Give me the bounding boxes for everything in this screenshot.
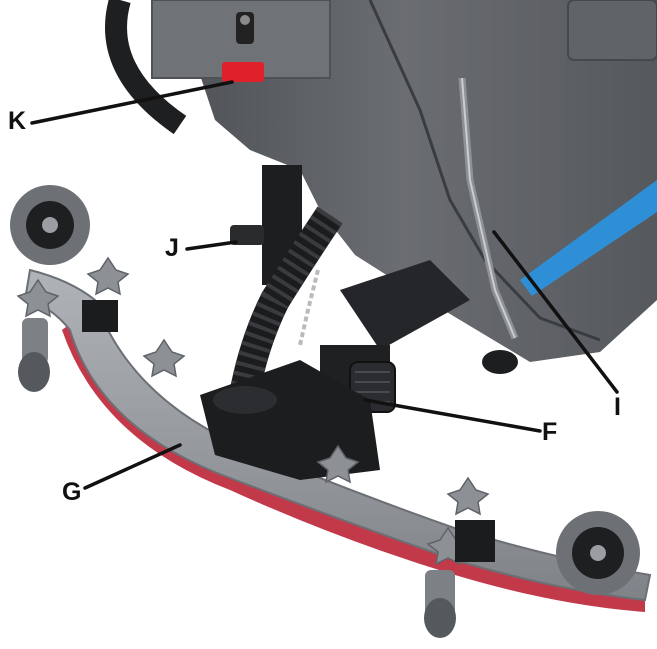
machine-body bbox=[150, 0, 657, 362]
front-left-wheel bbox=[10, 185, 90, 265]
callout-f: F bbox=[542, 418, 558, 446]
front-right-wheel bbox=[556, 511, 640, 595]
leader-f bbox=[363, 398, 542, 433]
clamp-left bbox=[82, 300, 118, 332]
key-switch bbox=[236, 12, 254, 44]
caster-right bbox=[424, 570, 456, 638]
clamp-right bbox=[455, 520, 495, 562]
leader-k bbox=[30, 80, 234, 125]
rear-wheel bbox=[482, 350, 518, 374]
linkage-arm bbox=[340, 260, 470, 350]
red-lever bbox=[222, 62, 264, 82]
leader-lines bbox=[30, 80, 619, 490]
caster-left bbox=[18, 318, 50, 392]
star-knobs bbox=[16, 256, 490, 566]
callout-k: K bbox=[8, 107, 27, 135]
handle-knob bbox=[230, 225, 264, 245]
callout-j: J bbox=[165, 234, 179, 262]
leader-j bbox=[185, 240, 238, 251]
leader-g bbox=[83, 443, 182, 490]
drain-hose bbox=[105, 0, 187, 135]
callout-g: G bbox=[62, 478, 82, 506]
callout-i: I bbox=[614, 393, 621, 421]
leader-i bbox=[492, 230, 619, 394]
chain bbox=[298, 269, 320, 346]
blue-stripe bbox=[520, 180, 657, 296]
